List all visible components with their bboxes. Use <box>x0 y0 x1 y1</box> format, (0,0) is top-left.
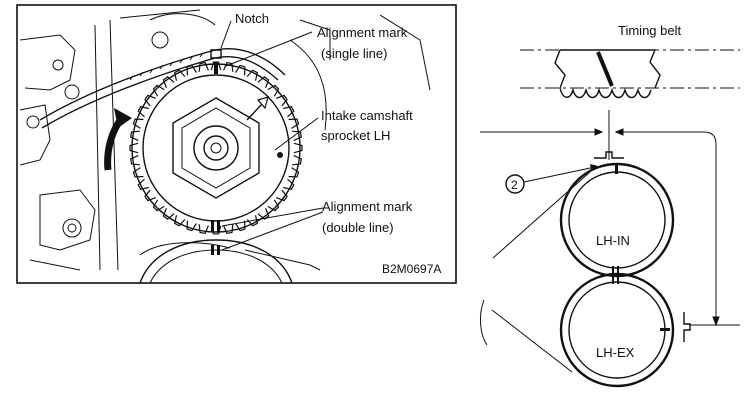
lh-ex-sprocket: LH-EX <box>559 272 675 388</box>
gear-tooth <box>144 189 156 202</box>
notch-label: Notch <box>235 11 269 26</box>
gear-tooth <box>173 215 186 227</box>
callout-2: 2 <box>505 164 598 194</box>
leader-lines-left <box>220 20 324 251</box>
lh-in-label: LH-IN <box>596 233 630 248</box>
gear-tooth <box>267 84 280 97</box>
gear-tooth <box>288 118 300 129</box>
dimension-lines <box>480 110 740 327</box>
timing-belt-label: Timing belt <box>618 23 681 38</box>
gear-tooth <box>283 105 295 118</box>
gear-tooth <box>162 208 175 220</box>
side-notch-marker <box>683 312 691 342</box>
lh-ex-label: LH-EX <box>596 345 635 360</box>
gear-tooth <box>235 64 246 76</box>
gear-tooth <box>293 142 303 154</box>
gear-tooth <box>257 76 270 88</box>
alignment-mark-single-label-1: Alignment mark <box>317 25 408 40</box>
gear-tooth <box>152 199 165 212</box>
gear-tooth <box>292 130 302 141</box>
gear-tooth <box>129 142 139 154</box>
gear-tooth <box>246 215 259 227</box>
gear-tooth <box>246 69 259 81</box>
engine-background <box>19 9 431 271</box>
left-figure: Notch Alignment mark (single line) Intak… <box>16 4 457 284</box>
right-figure: Timing belt LH-IN <box>479 23 740 388</box>
callout-2-number: 2 <box>511 178 518 192</box>
gear-tooth <box>288 167 300 178</box>
gear-tooth <box>235 220 246 232</box>
gear-tooth <box>132 167 144 178</box>
alignment-mark-double-label-1: Alignment mark <box>322 199 413 214</box>
gear-tooth <box>198 62 209 72</box>
lh-in-sprocket: LH-IN <box>559 162 675 278</box>
gear-tooth <box>130 130 140 141</box>
gear-tooth <box>257 208 270 220</box>
sprocket-label-2: sprocket LH <box>321 128 390 143</box>
alignment-mark-single-label-2: (single line) <box>321 46 387 61</box>
timing-belt-segment <box>520 49 740 99</box>
alignment-mark-double-label-2: (double line) <box>322 220 394 235</box>
gear-tooth <box>186 220 197 232</box>
direction-arrow-icon <box>246 96 269 121</box>
projection-lines <box>479 171 591 373</box>
rotation-arrow-icon <box>104 108 132 171</box>
gear-tooth <box>162 76 175 88</box>
gear-tooth <box>276 189 288 202</box>
gear-tooth <box>130 155 140 166</box>
gear-tooth <box>283 178 295 191</box>
sprocket-label-1: Intake camshaft <box>321 108 413 123</box>
gear-tooth <box>223 224 234 234</box>
gear-tooth <box>198 224 209 234</box>
figure-code-label: B2M0697A <box>382 262 441 276</box>
gear-tooth <box>186 64 197 76</box>
gear-tooth <box>137 178 149 191</box>
gear-tooth <box>132 118 144 129</box>
gear-tooth <box>223 62 234 72</box>
gear-tooth <box>276 94 288 107</box>
gear-tooth <box>267 199 280 212</box>
alignment-mark-single <box>210 49 222 74</box>
exhaust-sprocket-partial <box>139 239 293 284</box>
gear-tooth <box>292 155 302 166</box>
belt-teeth <box>129 52 204 81</box>
gear-tooth <box>137 105 149 118</box>
top-notch-marker <box>594 151 624 159</box>
gear-tooth <box>144 94 156 107</box>
gear-tooth <box>173 69 186 81</box>
gear-tooth <box>152 84 165 97</box>
